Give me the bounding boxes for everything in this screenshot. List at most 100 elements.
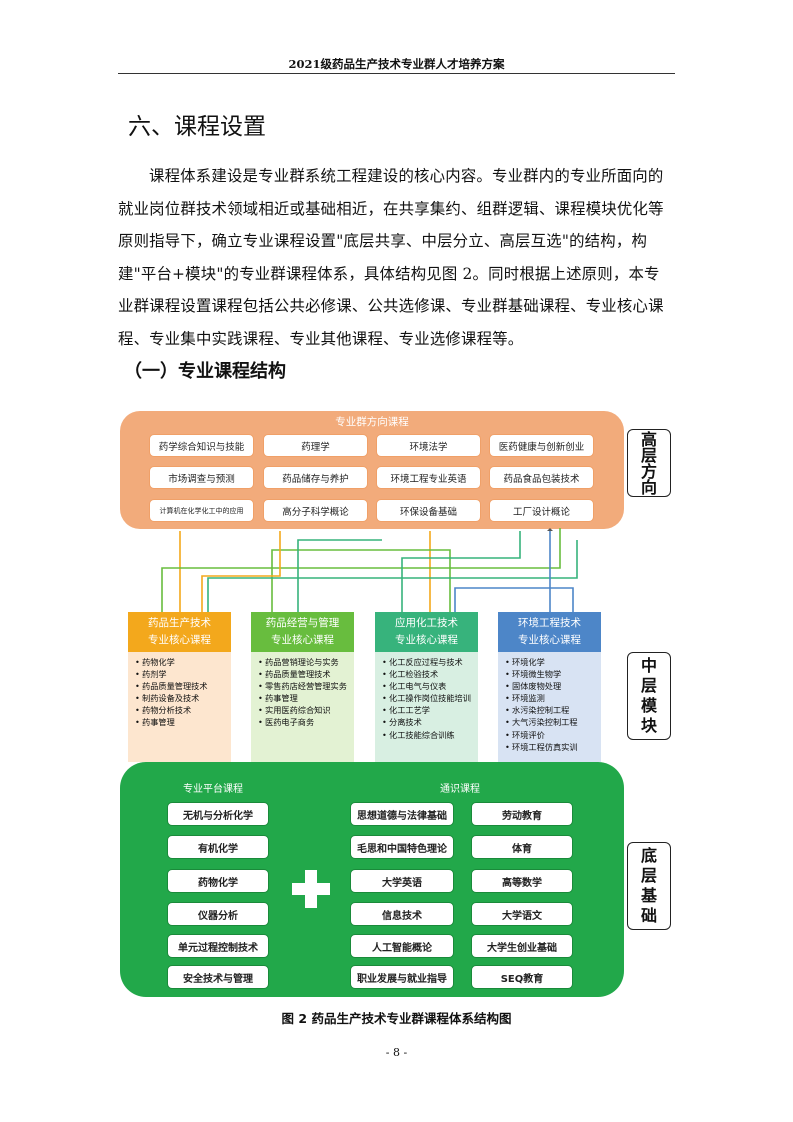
module-course-list: 药物化学药剂学药品质量管理技术制药设备及技术药物分析技术药事管理 xyxy=(128,652,231,762)
module-title-line: 专业核心课程 xyxy=(148,634,211,646)
side-label-middle-box: 中 层 模 块 xyxy=(627,652,671,740)
module-title-line: 专业核心课程 xyxy=(518,634,581,646)
module-course-item: 化工工艺学 xyxy=(382,704,478,716)
top-panel-title: 专业群方向课程 xyxy=(335,416,409,428)
foundation-course-box: 大学英语 xyxy=(350,869,454,893)
section-title: 六、课程设置 xyxy=(128,114,266,140)
connector-lines xyxy=(161,528,578,614)
side-label-char: 础 xyxy=(640,906,657,925)
side-label-char: 模 xyxy=(640,696,657,715)
general-title: 通识课程 xyxy=(440,784,480,795)
module-course-item: 化工操作岗位技能培训 xyxy=(382,692,478,704)
module-title-line: 药品生产技术 xyxy=(148,617,211,629)
foundation-course-box: 药物化学 xyxy=(167,869,269,893)
foundation-course-box: 单元过程控制技术 xyxy=(167,934,269,958)
top-course-box: 环保设备基础 xyxy=(376,499,481,522)
module-title-line: 专业核心课程 xyxy=(271,634,334,646)
module-course-item: 环境微生物学 xyxy=(505,668,601,680)
foundation-course-box: 大学语文 xyxy=(471,902,573,926)
module-title-line: 环境工程技术 xyxy=(518,617,581,629)
foundation-course-box: 毛思和中国特色理论 xyxy=(350,835,454,859)
page-number: - 8 - xyxy=(385,1046,408,1059)
module-course-item: 药品营销理论与实务 xyxy=(258,656,354,668)
module-course-item: 药剂学 xyxy=(135,668,231,680)
module-header: 药品经营与管理专业核心课程 xyxy=(251,612,354,652)
top-course-box: 环境工程专业英语 xyxy=(376,466,481,489)
top-course-box: 高分子科学概论 xyxy=(263,499,368,522)
module-course-item: 环境评价 xyxy=(505,729,601,741)
module-course-item: 化工检验技术 xyxy=(382,668,478,680)
top-course-box: 市场调查与预测 xyxy=(149,466,254,489)
module-course-item: 固体废物处理 xyxy=(505,680,601,692)
figure-caption: 图 2 药品生产技术专业群课程体系结构图 xyxy=(281,1011,512,1026)
module-course-item: 药事管理 xyxy=(135,716,231,728)
module-course-item: 药物化学 xyxy=(135,656,231,668)
module-course-item: 药物分析技术 xyxy=(135,704,231,716)
foundation-course-box: 体育 xyxy=(471,835,573,859)
side-label-char: 层 xyxy=(640,676,657,695)
module-title-line: 药品经营与管理 xyxy=(265,617,340,629)
module-course-item: 环境化学 xyxy=(505,656,601,668)
module-title-line: 应用化工技术 xyxy=(395,617,458,629)
foundation-course-box: 信息技术 xyxy=(350,902,454,926)
page-header: 2021级药品生产技术专业群人才培养方案 xyxy=(288,57,505,71)
top-course-box: 药学综合知识与技能 xyxy=(149,434,254,457)
module-course-list: 化工反应过程与技术化工检验技术化工电气与仪表化工操作岗位技能培训化工工艺学分离技… xyxy=(375,652,478,762)
side-label-char: 层 xyxy=(640,866,657,885)
module-course-item: 化工反应过程与技术 xyxy=(382,656,478,668)
top-course-box: 计算机在化学化工中的应用 xyxy=(149,499,254,522)
foundation-course-box: 仪器分析 xyxy=(167,902,269,926)
side-label-char: 底 xyxy=(640,846,657,865)
header-rule xyxy=(118,73,675,74)
side-label-bottom-box: 底 层 基 础 xyxy=(627,842,671,930)
foundation-course-box: 安全技术与管理 xyxy=(167,965,269,989)
module-header: 药品生产技术专业核心课程 xyxy=(128,612,231,652)
module-course-item: 药品质量管理技术 xyxy=(258,668,354,680)
side-label-char: 基 xyxy=(640,886,657,905)
module-course-item: 药品质量管理技术 xyxy=(135,680,231,692)
module-course-item: 水污染控制工程 xyxy=(505,704,601,716)
module-header: 应用化工技术专业核心课程 xyxy=(375,612,478,652)
module-course-item: 医药电子商务 xyxy=(258,716,354,728)
module-course-item: 实用医药综合知识 xyxy=(258,704,354,716)
module-course-item: 零售药店经营管理实务 xyxy=(258,680,354,692)
side-label-char: 向 xyxy=(640,478,657,497)
body-paragraph: 课程体系建设是专业群系统工程建设的核心内容。专业群内的专业所面向的就业岗位群技术… xyxy=(118,167,664,348)
foundation-course-box: 职业发展与就业指导 xyxy=(350,965,454,989)
top-course-box: 医药健康与创新创业 xyxy=(489,434,594,457)
top-course-box: 药品食品包装技术 xyxy=(489,466,594,489)
foundation-course-box: 无机与分析化学 xyxy=(167,802,269,826)
foundation-course-box: 有机化学 xyxy=(167,835,269,859)
module-course-list: 环境化学环境微生物学固体废物处理环境监测水污染控制工程大气污染控制工程环境评价环… xyxy=(498,652,601,762)
foundation-course-box: 大学生创业基础 xyxy=(471,934,573,958)
module-course-item: 环境监测 xyxy=(505,692,601,704)
foundation-course-box: 高等数学 xyxy=(471,869,573,893)
side-label-top-box: 高 层 方 向 xyxy=(627,429,671,497)
side-label-char: 方 xyxy=(640,462,657,481)
top-course-box: 工厂设计概论 xyxy=(489,499,594,522)
module-header: 环境工程技术专业核心课程 xyxy=(498,612,601,652)
side-label-char: 块 xyxy=(640,716,657,735)
top-course-box: 药品储存与养护 xyxy=(263,466,368,489)
module-course-item: 药事管理 xyxy=(258,692,354,704)
module-course-item: 制药设备及技术 xyxy=(135,692,231,704)
module-course-list: 药品营销理论与实务药品质量管理技术零售药店经营管理实务药事管理实用医药综合知识医… xyxy=(251,652,354,762)
module-title-line: 专业核心课程 xyxy=(395,634,458,646)
module-course-item: 化工技能综合训练 xyxy=(382,729,478,741)
side-label-char: 中 xyxy=(640,656,657,675)
module-course-item: 大气污染控制工程 xyxy=(505,716,601,728)
side-label-char: 高 xyxy=(640,430,657,449)
module-course-item: 分离技术 xyxy=(382,716,478,728)
foundation-course-box: 劳动教育 xyxy=(471,802,573,826)
platform-title: 专业平台课程 xyxy=(183,784,243,795)
foundation-course-box: 人工智能概论 xyxy=(350,934,454,958)
module-course-item: 环境工程仿真实训 xyxy=(505,741,601,753)
module-course-item: 化工电气与仪表 xyxy=(382,680,478,692)
foundation-course-box: SEQ教育 xyxy=(471,965,573,989)
subsection-title: （一）专业课程结构 xyxy=(124,361,286,382)
plus-icon xyxy=(305,870,317,908)
foundation-course-box: 思想道德与法律基础 xyxy=(350,802,454,826)
side-label-char: 层 xyxy=(640,446,657,465)
top-course-box: 药理学 xyxy=(263,434,368,457)
top-course-box: 环境法学 xyxy=(376,434,481,457)
